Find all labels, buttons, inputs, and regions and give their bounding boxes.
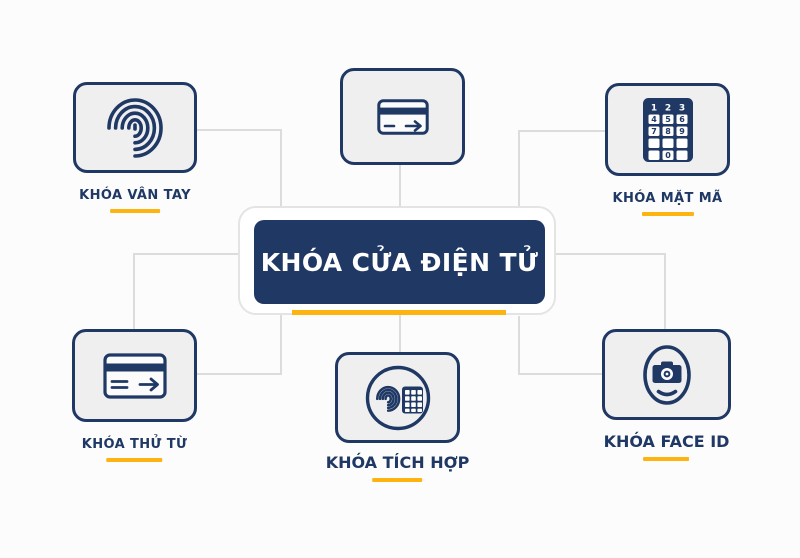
keypad-digit: 0 xyxy=(665,151,671,160)
diagram-title: KHÓA CỬA ĐIỆN TỬ xyxy=(260,247,539,277)
fingerprint-keypad-icon xyxy=(365,365,430,430)
node-integrated-lock: KHÓA TÍCH HỢP xyxy=(326,352,469,482)
node-label: KHÓA TÍCH HỢP xyxy=(325,453,470,472)
node-caption: KHÓA TÍCH HỢP xyxy=(325,453,470,482)
label-underline xyxy=(110,209,160,213)
label-underline xyxy=(372,478,423,482)
connector-bottom-left-a xyxy=(133,253,238,329)
node-caption: KHÓA THỬ TỪ xyxy=(82,437,188,462)
node-face-id-lock: KHÓA FACE ID xyxy=(602,329,731,461)
connector-top-left xyxy=(197,129,282,207)
keypad-digit: 7 xyxy=(651,127,657,136)
label-underline xyxy=(641,212,694,216)
face-camera-icon xyxy=(642,344,691,405)
keypad-digit: 4 xyxy=(651,115,657,124)
label-underline xyxy=(106,458,163,462)
node-label: KHÓA THỬ TỪ xyxy=(81,437,188,452)
connector-bottom-right-a xyxy=(556,253,666,329)
connector-bottom-left-b xyxy=(197,314,282,375)
keypad-digit: 2 xyxy=(664,103,670,113)
node-box xyxy=(340,68,465,165)
connector-top-right xyxy=(518,130,605,207)
keypad-digit: 6 xyxy=(679,115,685,124)
swipe-card-icon xyxy=(376,98,429,135)
node-box xyxy=(72,329,197,422)
node-box xyxy=(335,352,460,443)
node-passcode-lock: 1 2 3 4 5 6 7 8 9 0 xyxy=(605,83,730,216)
fingerprint-icon xyxy=(107,97,163,158)
magnetic-card-icon xyxy=(102,352,167,399)
node-label: KHÓA VÂN TAY xyxy=(79,188,191,203)
node-caption: KHÓA VÂN TAY xyxy=(79,188,191,213)
node-swipe-card-lock xyxy=(340,68,465,165)
node-magnetic-card-lock: KHÓA THỬ TỪ xyxy=(72,329,197,462)
keypad-digit: 8 xyxy=(665,127,671,136)
keypad-digit: 3 xyxy=(678,103,684,113)
node-fingerprint-lock: KHÓA VÂN TAY xyxy=(73,82,197,213)
keypad-digit: 9 xyxy=(679,127,685,136)
node-box: 1 2 3 4 5 6 7 8 9 0 xyxy=(605,83,730,176)
keypad-icon: 1 2 3 4 5 6 7 8 9 0 xyxy=(642,97,693,162)
keypad-digit: 5 xyxy=(665,115,671,124)
keypad-digit: 1 xyxy=(650,103,656,113)
node-caption: KHÓA FACE ID xyxy=(603,432,730,461)
node-box xyxy=(602,329,731,420)
connector-bottom-right-b xyxy=(518,316,603,375)
node-box xyxy=(73,82,197,173)
node-label: KHÓA FACE ID xyxy=(603,432,730,451)
center-box: KHÓA CỬA ĐIỆN TỬ xyxy=(254,220,545,304)
node-caption: KHÓA MẶT MÃ xyxy=(612,191,722,216)
center-title-underline xyxy=(292,310,506,315)
node-label: KHÓA MẶT MÃ xyxy=(612,191,723,206)
label-underline xyxy=(643,457,690,461)
